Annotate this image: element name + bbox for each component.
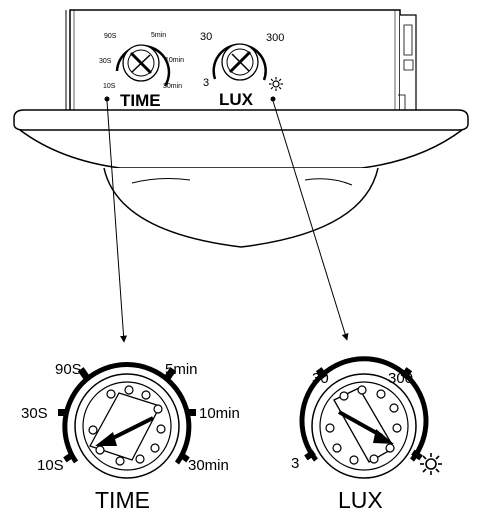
lux-knob-small — [212, 43, 267, 81]
lux-leader-arrow — [272, 100, 349, 341]
top-lux-label: LUX — [219, 90, 254, 109]
top-time-tick-30s: 30S — [99, 58, 112, 65]
sensor-lens-dome — [103, 167, 379, 248]
top-lux-tick-3: 3 — [203, 77, 209, 89]
time-tick-90s: 90S — [55, 361, 82, 378]
top-time-tick-30min: 30min — [163, 83, 182, 90]
time-tick-10s: 10S — [37, 457, 64, 474]
time-tick-5min: 5min — [165, 361, 198, 378]
top-time-label: TIME — [120, 91, 161, 110]
sensor-flange — [13, 109, 469, 169]
time-tick-10min: 10min — [199, 405, 240, 422]
top-time-tick-10min: 10min — [165, 57, 184, 64]
top-time-dot — [104, 96, 110, 102]
top-lux-dot — [270, 96, 276, 102]
sun-icon — [420, 453, 442, 475]
lux-dial — [299, 356, 429, 479]
time-tick-30min: 30min — [188, 457, 229, 474]
lux-tick-3: 3 — [291, 455, 299, 472]
lux-dial-label: LUX — [338, 487, 383, 513]
top-time-tick-10s: 10S — [103, 83, 116, 90]
top-sun-icon — [269, 77, 283, 91]
lux-tick-300: 300 — [388, 370, 413, 387]
time-dial — [58, 362, 196, 479]
time-knob-small — [115, 44, 171, 87]
top-time-tick-5min: 5min — [151, 32, 166, 39]
lux-tick-30: 30 — [312, 370, 329, 387]
time-leader-arrow — [106, 100, 128, 343]
time-dial-label: TIME — [95, 487, 150, 513]
top-lux-tick-30: 30 — [200, 31, 212, 43]
top-lux-tick-300: 300 — [266, 32, 284, 44]
top-time-tick-90s: 90S — [104, 33, 117, 40]
time-tick-30s: 30S — [21, 405, 48, 422]
